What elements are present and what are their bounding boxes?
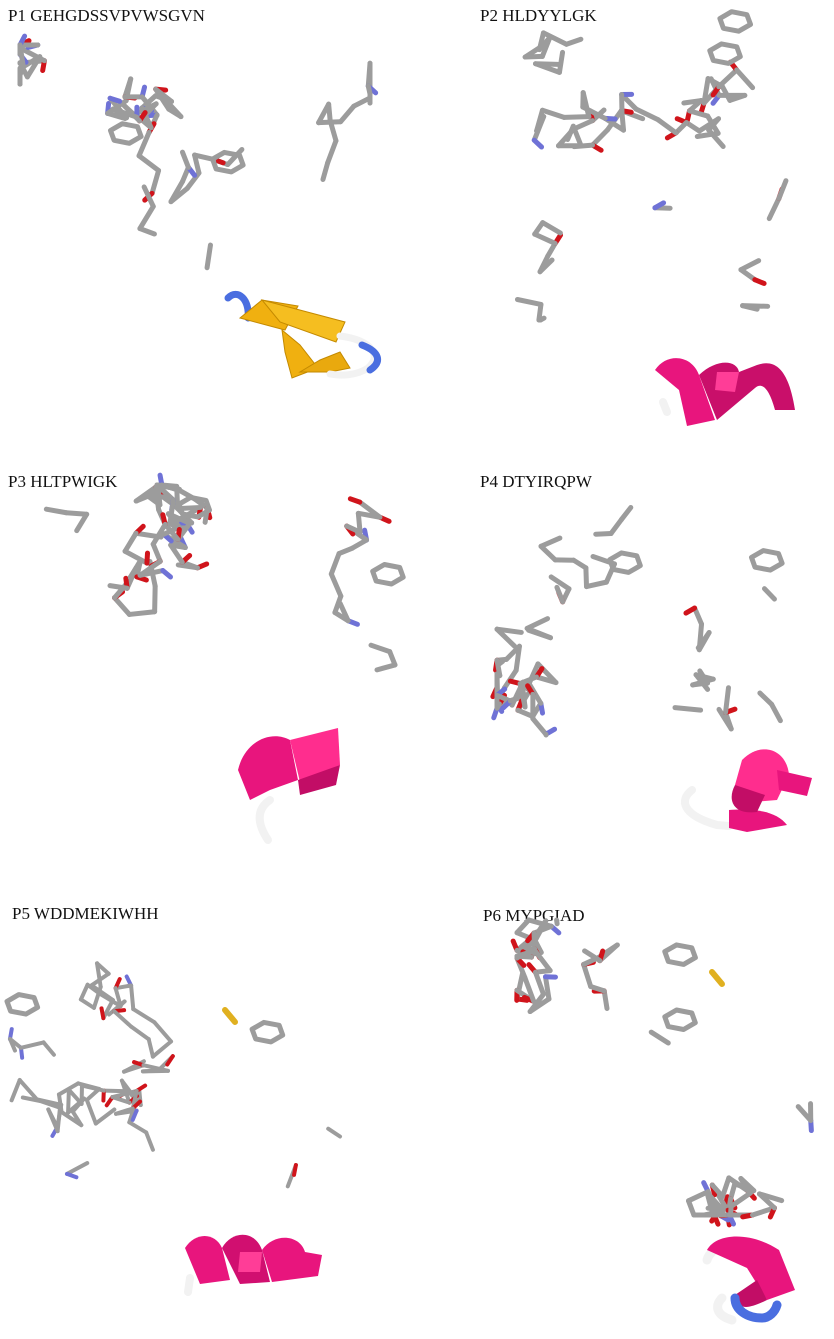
panel-p6: P6 MYPGIAD	[417, 880, 834, 1339]
panel-p6-label: P6 MYPGIAD	[483, 906, 585, 925]
p4-stick-model	[490, 505, 785, 738]
p2-ribbon-diagram	[655, 358, 795, 426]
panel-p4: P4 DTYIRQPW	[417, 440, 834, 880]
p1-stick-model	[17, 33, 379, 271]
panel-p5-label: P5 WDDMEKIWHH	[12, 904, 159, 923]
p5-stick-model	[4, 961, 342, 1189]
p4-ribbon-diagram	[680, 749, 812, 832]
panel-p5: P5 WDDMEKIWHH	[0, 880, 417, 1339]
panel-p2: P2 HLDYYLGK	[417, 0, 834, 440]
p6-ribbon-diagram	[702, 1236, 795, 1325]
p3-ribbon-diagram	[238, 728, 340, 844]
panel-p4-label: P4 DTYIRQPW	[480, 472, 592, 491]
p5-ribbon-diagram	[184, 1234, 322, 1296]
p6-stick-model	[510, 917, 814, 1228]
panel-p1: P1 GEHGDSSVPVWSGVN	[0, 0, 417, 440]
panel-p2-label: P2 HLDYYLGK	[480, 6, 597, 25]
p2-stick-model	[514, 9, 789, 323]
p3-stick-model	[43, 472, 406, 673]
panel-p3-label: P3 HLTPWIGK	[8, 472, 118, 491]
p1-ribbon-diagram	[224, 290, 381, 379]
panel-p3: P3 HLTPWIGK	[0, 440, 417, 880]
panel-p1-label: P1 GEHGDSSVPVWSGVN	[8, 6, 205, 25]
